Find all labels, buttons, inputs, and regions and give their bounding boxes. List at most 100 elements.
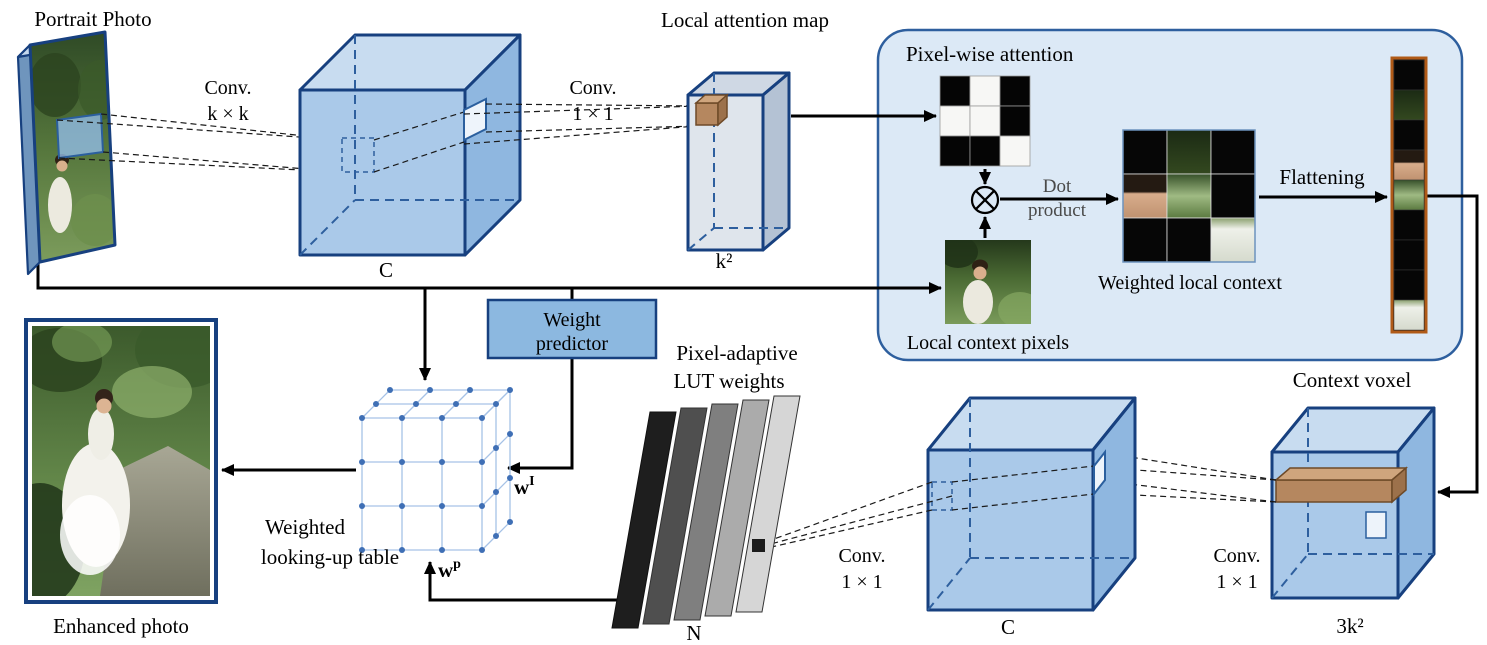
attention-cell	[969, 105, 1001, 137]
lut-weights-stack	[611, 395, 801, 629]
lattice-node	[467, 387, 473, 393]
lattice-node	[439, 503, 445, 509]
lattice-node	[479, 415, 485, 421]
weighted-tile	[1122, 173, 1168, 219]
conv-fiber-box	[463, 97, 487, 142]
strip-tile	[1393, 89, 1425, 121]
local-attention-map-title: Local attention map	[661, 8, 829, 32]
weighted-tile	[1210, 173, 1256, 219]
cube-source-box	[931, 481, 953, 511]
lut-table-title-2: looking-up table	[261, 545, 399, 569]
conv-kk-label-2: k × k	[207, 103, 248, 125]
strip-tile	[1393, 299, 1425, 331]
flow-lines	[36, 110, 1479, 602]
strip-tile	[1393, 269, 1425, 301]
context-voxel-slab	[1273, 466, 1409, 504]
receptive-field-box	[55, 112, 105, 160]
feature-cube-c-label: C	[379, 258, 393, 282]
lattice-node	[439, 415, 445, 421]
attention-cell	[939, 75, 971, 107]
conv-11-mid-cone	[762, 481, 953, 550]
lut-plane	[673, 403, 739, 621]
conv-11-right-label-1: Conv.	[1213, 545, 1260, 567]
lattice-node	[399, 415, 405, 421]
lattice-node	[399, 503, 405, 509]
lut-lattice	[359, 387, 513, 553]
feature-cube-top	[298, 33, 522, 257]
lattice-node	[427, 387, 433, 393]
feature-cube-bottom	[926, 396, 1137, 612]
local-context-image	[945, 240, 1031, 324]
lut-plane	[611, 411, 677, 629]
portrait-border	[28, 30, 117, 264]
flatten-strip-tiles	[1393, 59, 1425, 331]
slab-right-face	[761, 71, 791, 252]
attention-cell	[969, 75, 1001, 107]
strip-tile	[1393, 209, 1425, 241]
weighted-grid-border	[1122, 129, 1256, 263]
arrow-input-to-local-context	[36, 264, 942, 294]
weighted-tile	[1166, 129, 1212, 175]
weight-predictor-box: Weight predictor	[486, 298, 658, 360]
weighted-tile	[1122, 129, 1168, 175]
attention-cell	[999, 75, 1031, 107]
lattice-node	[479, 503, 485, 509]
weighted-tile	[1166, 173, 1212, 219]
weighted-tile	[1210, 129, 1256, 175]
attention-cell	[939, 135, 971, 167]
local-context-caption: Local context pixels	[907, 332, 1069, 354]
conv-fiber-box	[1093, 449, 1106, 497]
arrow-predictor-to-lut	[507, 358, 574, 474]
lattice-node	[359, 415, 365, 421]
conv-11-top-cone	[463, 103, 698, 145]
lattice-node	[439, 547, 445, 553]
lattice-node	[507, 475, 513, 481]
lattice-node	[359, 547, 365, 553]
enhanced-photo-image	[24, 318, 218, 604]
attention-map-slab	[686, 71, 791, 252]
n-label: N	[686, 621, 701, 645]
lattice-node	[453, 401, 459, 407]
attention-cell	[969, 135, 1001, 167]
arrow-weights-to-lut	[424, 561, 619, 602]
weight-predictor-label-1: Weight	[543, 309, 601, 331]
context-voxel-dim-label: 3k²	[1336, 614, 1363, 638]
lattice-node	[493, 401, 499, 407]
w-image-label: wI	[514, 474, 535, 499]
receptive-target-box	[341, 137, 375, 173]
attention-cell	[939, 105, 971, 137]
context-voxel-cube	[1270, 406, 1436, 600]
lattice-node	[493, 489, 499, 495]
pixel-wise-attention-title: Pixel-wise attention	[906, 42, 1074, 66]
enhanced-photo-content	[32, 326, 210, 596]
w-pixel-label: wp	[438, 557, 461, 582]
lattice-node	[387, 387, 393, 393]
voxel-fiber-box	[1365, 511, 1387, 539]
bottom-cube-c-label: C	[1001, 615, 1015, 639]
weighted-tile	[1210, 217, 1256, 263]
enhanced-photo-caption: Enhanced photo	[53, 614, 189, 638]
lattice-node	[359, 459, 365, 465]
lut-weights-title-2: LUT weights	[673, 369, 784, 393]
k2-label: k²	[716, 249, 733, 273]
lut-plane	[642, 407, 708, 625]
dot-product-label-2: product	[1028, 200, 1087, 221]
weighted-tile	[1166, 217, 1212, 263]
attention-voxel-cube	[694, 93, 729, 127]
weighted-context-grid	[1122, 129, 1256, 263]
strip-tile	[1393, 179, 1425, 211]
conv-11-mid-label-2: 1 × 1	[841, 571, 882, 593]
lattice-node	[359, 503, 365, 509]
dot-product-label-1: Dot	[1043, 176, 1072, 197]
lattice-node	[507, 519, 513, 525]
lattice-node	[413, 401, 419, 407]
attention-cell	[999, 105, 1031, 137]
attention-cell	[999, 135, 1031, 167]
context-voxel-title: Context voxel	[1293, 368, 1412, 392]
multiply-circle-icon	[970, 185, 1000, 215]
lut-plane	[704, 399, 770, 617]
portrait-photo-image	[16, 30, 117, 276]
portrait-photo-label: Portrait Photo	[34, 7, 151, 31]
